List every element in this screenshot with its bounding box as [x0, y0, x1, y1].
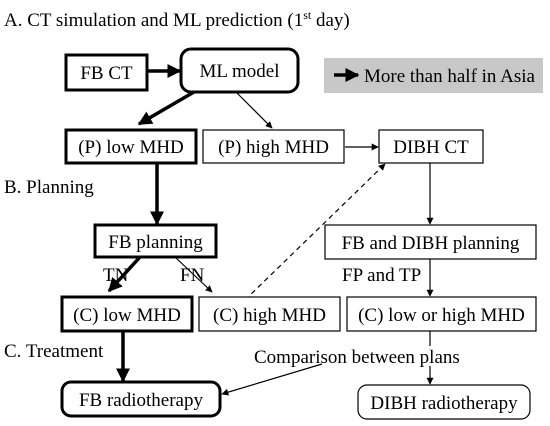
- svg-text:(C) low MHD: (C) low MHD: [73, 305, 181, 326]
- edge-label-fn: FN: [180, 265, 205, 286]
- svg-text:ML model: ML model: [199, 61, 279, 82]
- edge-fbplanning-clow: [107, 255, 142, 293]
- edge-chigh-dibhct: [244, 163, 386, 301]
- node-dibh-radiotherapy: DIBH radiotherapy: [357, 384, 531, 420]
- node-c-high-mhd: (C) high MHD: [198, 296, 341, 332]
- svg-text:FB planning: FB planning: [108, 232, 203, 253]
- legend: More than half in Asia: [324, 58, 543, 93]
- edge-ml-phigh: [235, 91, 273, 129]
- node-fb-planning: FB planning: [93, 223, 218, 259]
- edge-label-comparison: Comparison between plans: [254, 347, 460, 368]
- legend-text: More than half in Asia: [364, 66, 536, 87]
- node-c-low-mhd: (C) low MHD: [60, 295, 194, 333]
- edge-label-fp-tp: FP and TP: [342, 265, 421, 286]
- edge-ml-plow: [137, 90, 195, 126]
- node-fb-dibh-planning: FB and DIBH planning: [324, 224, 537, 260]
- node-p-low-mhd: (P) low MHD: [64, 128, 198, 165]
- edge-fbplanning-chigh: [174, 256, 213, 293]
- edge-label-tn: TN: [103, 265, 129, 286]
- section-b-title: B. Planning: [4, 177, 94, 198]
- node-c-low-or-high-mhd: (C) low or high MHD: [346, 296, 537, 332]
- node-p-high-mhd: (P) high MHD: [202, 129, 345, 164]
- svg-text:DIBH CT: DIBH CT: [393, 137, 469, 158]
- svg-text:DIBH radiotherapy: DIBH radiotherapy: [370, 393, 518, 414]
- edge-comparison-fbradio: [221, 363, 323, 396]
- svg-text:FB CT: FB CT: [80, 63, 133, 84]
- node-fb-radiotherapy: FB radiotherapy: [60, 380, 222, 418]
- node-fb-ct: FB CT: [64, 53, 149, 92]
- section-c-title: C. Treatment: [4, 341, 104, 362]
- svg-text:(P) low MHD: (P) low MHD: [78, 137, 184, 158]
- svg-text:(C) low or high MHD: (C) low or high MHD: [358, 305, 525, 326]
- svg-text:(C) high MHD: (C) high MHD: [213, 305, 326, 326]
- svg-text:(P) high MHD: (P) high MHD: [218, 137, 329, 158]
- svg-text:FB radiotherapy: FB radiotherapy: [79, 390, 204, 411]
- node-ml-model: ML model: [179, 47, 300, 94]
- node-dibh-ct: DIBH CT: [378, 129, 484, 164]
- edges: [107, 64, 434, 396]
- section-a-title: A. CT simulation and ML prediction (1st …: [4, 8, 350, 31]
- svg-text:FB and DIBH planning: FB and DIBH planning: [342, 233, 520, 254]
